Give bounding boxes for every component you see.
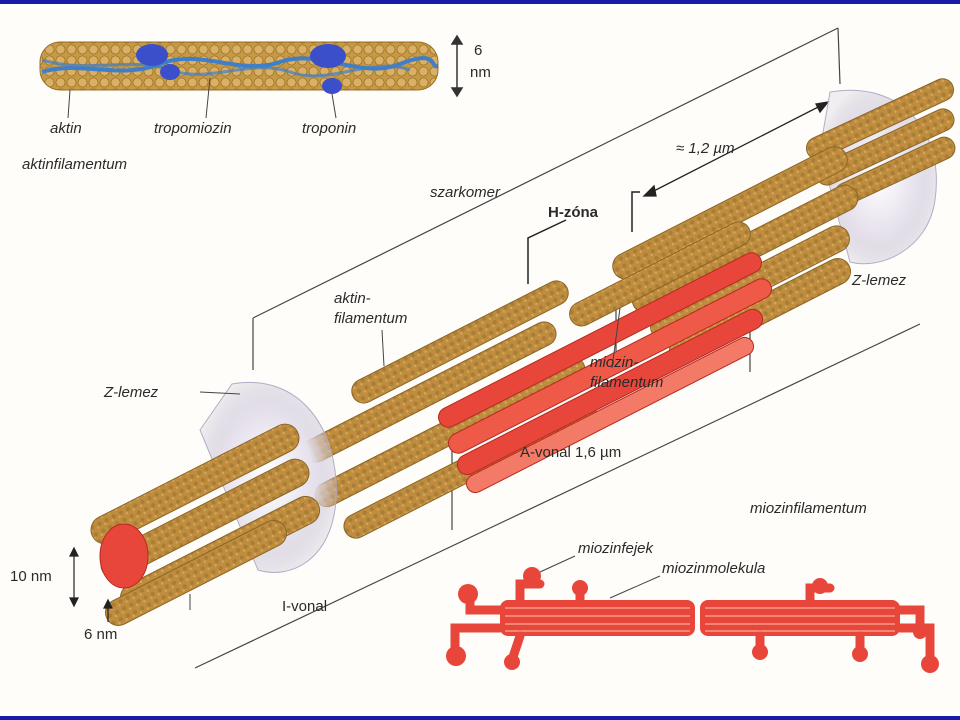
label-tropomiozin: tropomiozin [154, 120, 232, 137]
label-miozinfilamentum: miozinfilamentum [750, 500, 867, 517]
label-szarkomer: szarkomer [430, 184, 501, 201]
label-z-lemez-right: Z-lemez [852, 272, 907, 289]
label-miozin-filamentum-a: miozin- [590, 354, 639, 371]
label-i-vonal: I-vonal [282, 598, 328, 615]
label-aktin-filamentum-b: filamentum [334, 310, 408, 327]
label-6nm-bottom: 6 nm [84, 626, 118, 643]
top-border [0, 0, 960, 4]
label-h-zona: H-zóna [548, 204, 598, 221]
bottom-border [0, 716, 960, 720]
label-nm-top: nm [470, 64, 491, 81]
myosin-filaments [438, 252, 772, 494]
label-aktinfilamentum-top: aktinfilamentum [22, 156, 128, 173]
label-6-top: 6 [474, 42, 483, 59]
width-6nm-arrow [450, 34, 464, 98]
label-miozinfejek: miozinfejek [578, 540, 654, 557]
h-zone-bracket [527, 191, 640, 284]
length-arrow [642, 101, 830, 197]
label-miozin-filamentum-b: filamentum [590, 374, 664, 391]
label-a-vonal: A-vonal 1,6 µm [520, 444, 622, 461]
myosin-cross-section [99, 523, 149, 589]
troponin-blob-1 [136, 44, 168, 66]
dim-arrows-left [69, 546, 113, 622]
tropomyosin-strand [41, 56, 439, 74]
label-miozinmolekula: miozinmolekula [662, 560, 766, 577]
label-10nm: 10 nm [10, 568, 52, 585]
label-aktin-filamentum-a: aktin- [334, 290, 371, 307]
label-aktin: aktin [50, 120, 82, 137]
label-length-1-2: ≈ 1,2 µm [676, 140, 735, 157]
myosin-filament-detail [446, 555, 939, 673]
label-troponin: troponin [302, 120, 357, 137]
actin-bundle-right [805, 78, 956, 206]
troponin-blob-2 [310, 44, 346, 68]
actin-bundle-left [90, 423, 321, 626]
actin-filament-strand [39, 41, 439, 94]
label-z-lemez-left: Z-lemez [104, 384, 159, 401]
